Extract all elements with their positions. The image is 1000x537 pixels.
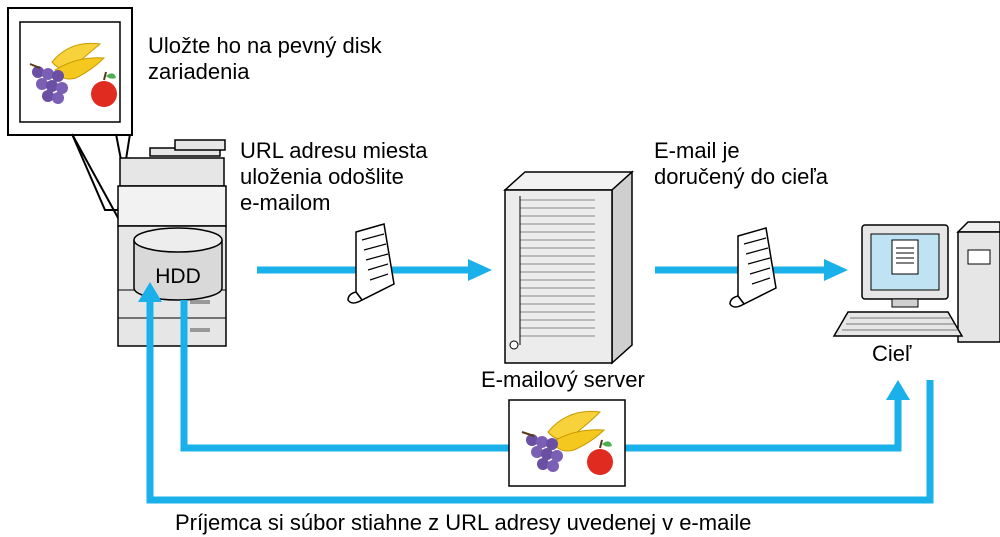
send-url-line2: uloženia odošlite	[240, 164, 404, 189]
save-to-hdd-line2: zariadenia	[148, 59, 250, 84]
bottom-caption: Príjemca si súbor stiahne z URL adresy u…	[175, 510, 752, 535]
save-to-hdd-line1: Uložte ho na pevný disk	[148, 33, 382, 58]
callout-image-box	[7, 7, 136, 237]
email-document-icon	[729, 227, 777, 308]
delivered-label: E-mail je doručený do cieľa	[654, 138, 828, 190]
server-tower-icon	[503, 170, 634, 365]
delivered-line1: E-mail je	[654, 138, 740, 163]
download-request-arrow	[138, 282, 934, 504]
image-file-icon	[508, 399, 626, 487]
destination-label: Cieľ	[872, 341, 912, 366]
hdd-label: HDD	[155, 265, 201, 288]
save-to-hdd-label: Uložte ho na pevný disk zariadenia	[148, 33, 382, 85]
delivered-line2: doručený do cieľa	[654, 164, 828, 189]
hdd-icon: HDD	[133, 227, 223, 301]
email-document-icon	[347, 223, 395, 304]
computer-icon	[832, 221, 1000, 343]
send-url-label: URL adresu miesta uloženia odošlite e-ma…	[240, 138, 427, 216]
send-url-line3: e-mailom	[240, 190, 331, 215]
send-url-line1: URL adresu miesta	[240, 138, 428, 163]
image-file-icon	[29, 42, 117, 107]
email-server-label: E-mailový server	[481, 367, 645, 392]
